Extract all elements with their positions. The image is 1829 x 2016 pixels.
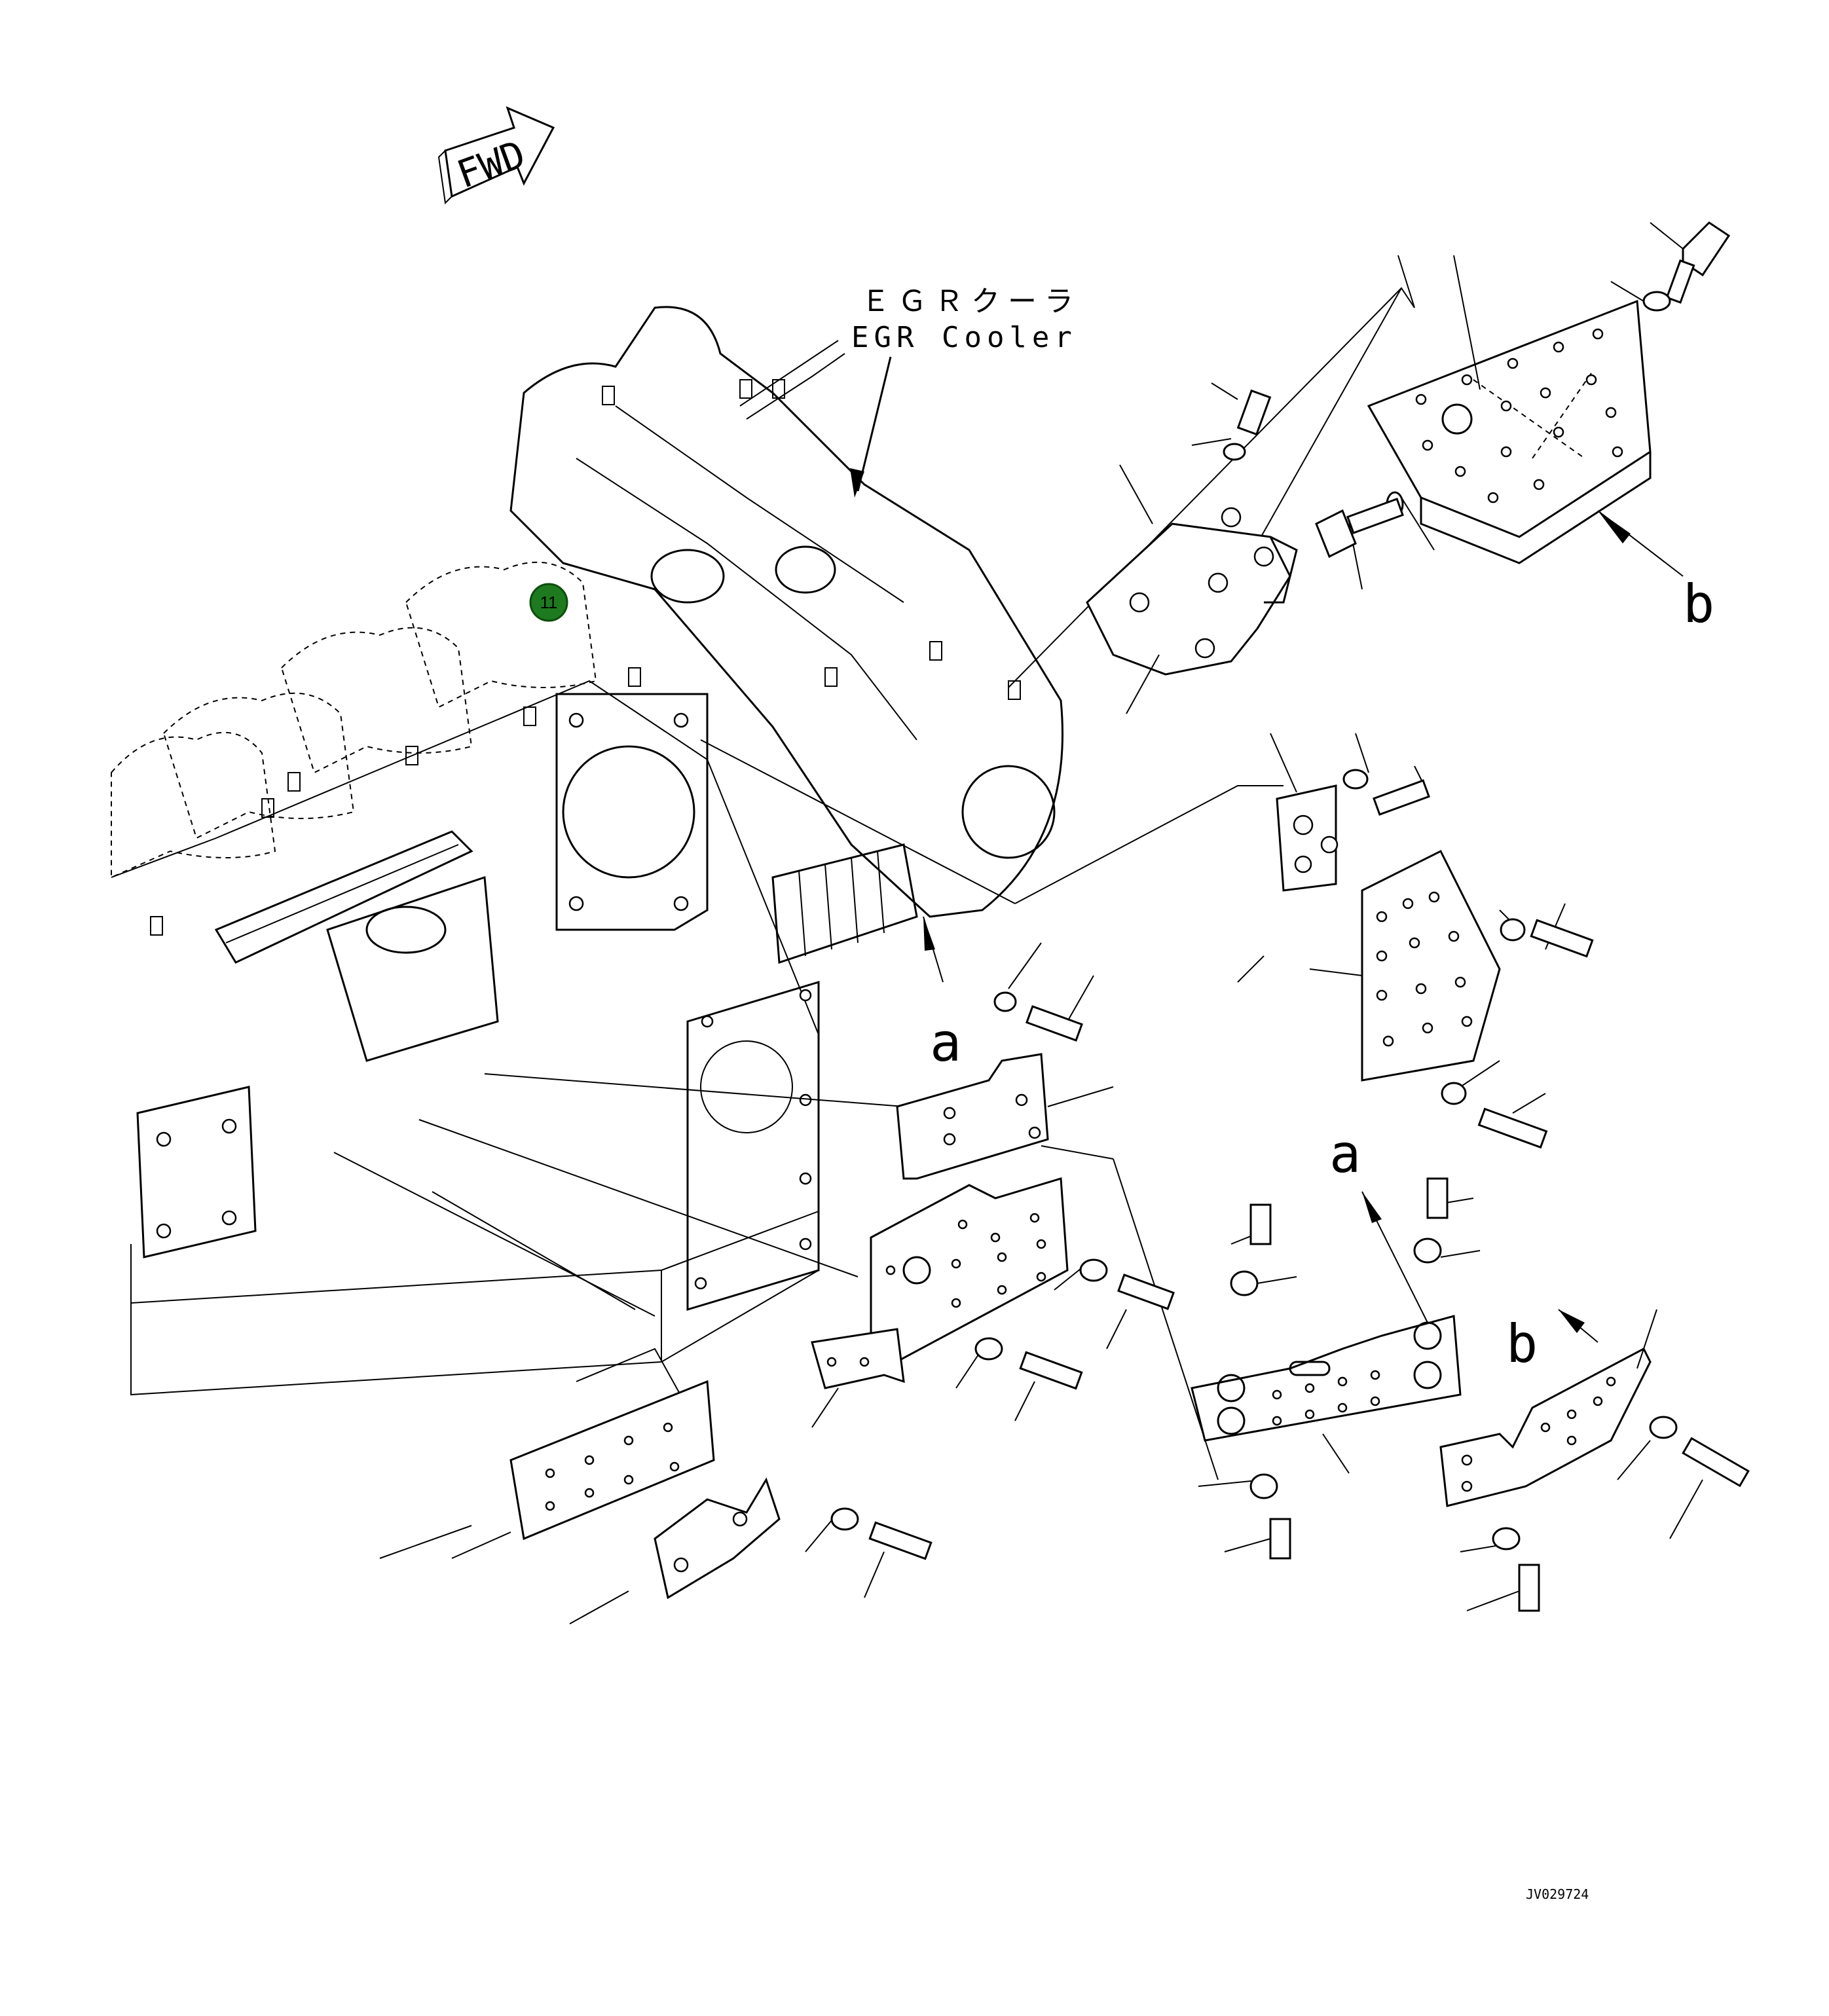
leader-lines <box>333 255 1415 1624</box>
hotspot-label[interactable]: 11 <box>540 593 558 612</box>
callout-a-middle: a <box>930 1012 961 1073</box>
callout-b-top: b <box>1683 574 1714 634</box>
bracket-middle-a <box>896 1053 1114 1180</box>
callout-b-lower: b <box>1506 1313 1538 1374</box>
engine-block <box>111 306 1063 1396</box>
egr-label-jp: ＥＧＲクーラ <box>861 285 1081 318</box>
fasteners-top-right <box>1315 221 1731 590</box>
fwd-arrow: FWD <box>437 106 555 205</box>
hotspot-circle[interactable] <box>529 583 568 622</box>
bracket-b-lower: b <box>1439 1309 1750 1612</box>
bracket-b-top: b <box>1367 255 1714 634</box>
callout-a-right: a <box>1329 1124 1361 1184</box>
drawing-id: JV029724 <box>1526 1886 1589 1902</box>
bracket-right <box>1270 733 1594 1149</box>
egr-cooler-label: ＥＧＲクーラ EGR Cooler <box>850 285 1081 498</box>
egr-label-en: EGR Cooler <box>851 321 1077 354</box>
fwd-label: FWD <box>451 132 531 197</box>
plate-lower-right <box>1191 1177 1481 1560</box>
hotspot-11[interactable]: 11 <box>529 583 568 622</box>
gasket-lower-left <box>451 1380 933 1600</box>
callout-a-middle-group: a <box>923 916 1094 1073</box>
bracket-upper-middle <box>1086 382 1298 714</box>
callout-a-right-group: a <box>1329 1124 1428 1323</box>
gasket-center <box>811 1177 1175 1428</box>
